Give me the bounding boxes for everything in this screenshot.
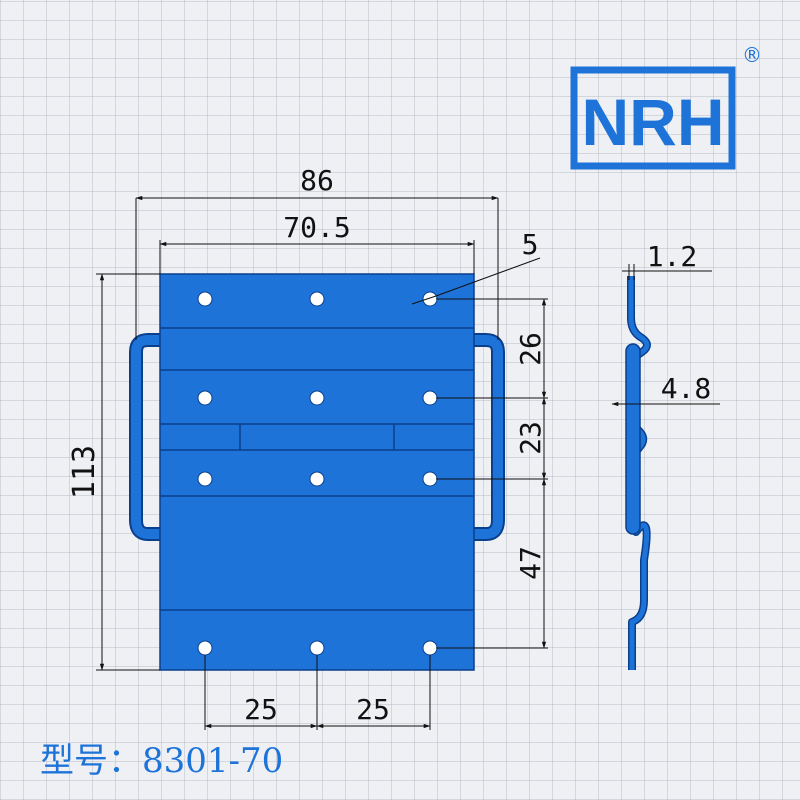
logo-text: NRH [582,85,725,159]
mounting-hole [197,291,213,307]
mounting-hole [422,640,438,656]
mounting-hole [197,471,213,487]
dim-label-hole-pitch-right: 25 [356,693,390,726]
nrh-logo: NRH ® [570,43,762,170]
mounting-hole [309,471,325,487]
hole-leader [435,257,541,297]
dim-label-hole-pitch-left: 25 [244,693,278,726]
mounting-hole [197,640,213,656]
dim-label-side-thickness: 1.2 [647,240,698,273]
hole-leader-tail [411,295,437,305]
mounting-hole [422,390,438,406]
mounting-hole [422,291,438,307]
dim-label-spacing-2: 23 [514,421,547,455]
right-handle [474,335,503,539]
dim-label-plate-width: 70.5 [283,211,350,244]
mounting-hole [197,390,213,406]
dim-label-spacing-1: 26 [514,332,547,366]
dim-label-spacing-3: 47 [514,546,547,580]
dim-label-hole-diameter: 5 [522,228,539,261]
mounting-hole [422,471,438,487]
hasp-plate [159,273,475,671]
profile-handle [625,343,641,535]
dim-label-height: 113 [67,445,102,499]
side-handles [129,333,505,541]
side-profile-view [611,264,720,670]
model-number-label: 型号：8301-70 [40,741,283,781]
left-handle [131,335,160,539]
registered-mark: ® [742,43,762,67]
mounting-hole [309,390,325,406]
logo-frame [570,66,736,170]
mounting-hole [309,640,325,656]
profile-body [628,276,650,670]
mounting-hole [309,291,325,307]
dim-label-overall-width: 86 [300,164,334,197]
dimension-lines [96,195,548,730]
dim-label-side-offset: 4.8 [661,372,712,405]
